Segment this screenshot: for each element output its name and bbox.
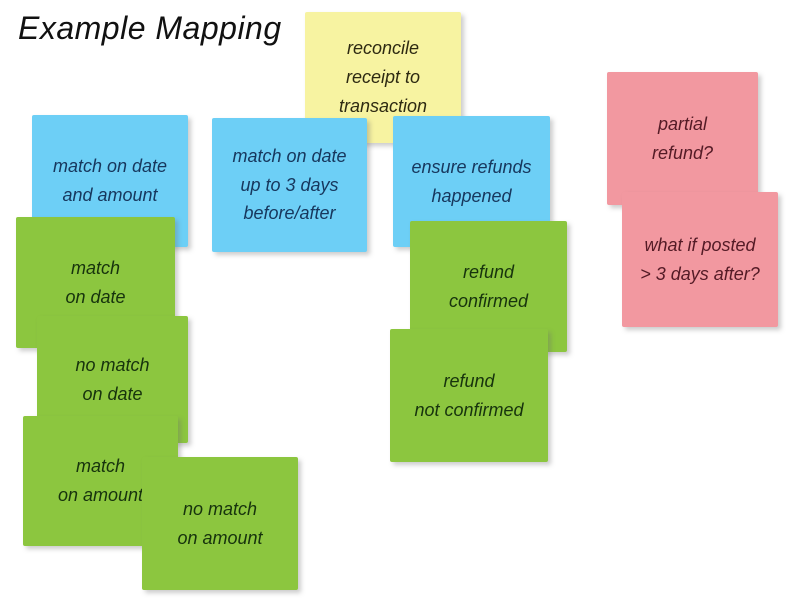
sticky-note-match-on-date-3-days: match on date up to 3 days before/after xyxy=(212,118,367,252)
sticky-note-label: refund confirmed xyxy=(448,261,529,311)
sticky-note-label: partial refund? xyxy=(651,113,714,163)
sticky-note-label: match on amount xyxy=(57,456,144,505)
sticky-note-label: match on date xyxy=(65,257,126,307)
sticky-note-label: no match on amount xyxy=(177,498,263,548)
page-title: Example Mapping xyxy=(18,10,282,46)
sticky-note-label: refund not confirmed xyxy=(414,370,524,420)
sticky-note-refund-not-confirmed: refund not confirmed xyxy=(390,329,548,462)
sticky-note-label: what if posted > 3 days after? xyxy=(640,234,760,284)
sticky-note-what-if-posted-3-days-after: what if posted > 3 days after? xyxy=(622,192,778,327)
sticky-note-label: no match on date xyxy=(75,354,150,404)
sticky-note-label: match on date and amount xyxy=(52,156,168,205)
sticky-note-label: reconcile receipt to transaction xyxy=(338,38,428,116)
sticky-note-partial-refund: partial refund? xyxy=(607,72,758,205)
sticky-note-label: ensure refunds happened xyxy=(411,156,532,206)
sticky-note-label: match on date up to 3 days before/after xyxy=(232,145,347,224)
sticky-note-no-match-on-amount: no match on amount xyxy=(142,457,298,590)
